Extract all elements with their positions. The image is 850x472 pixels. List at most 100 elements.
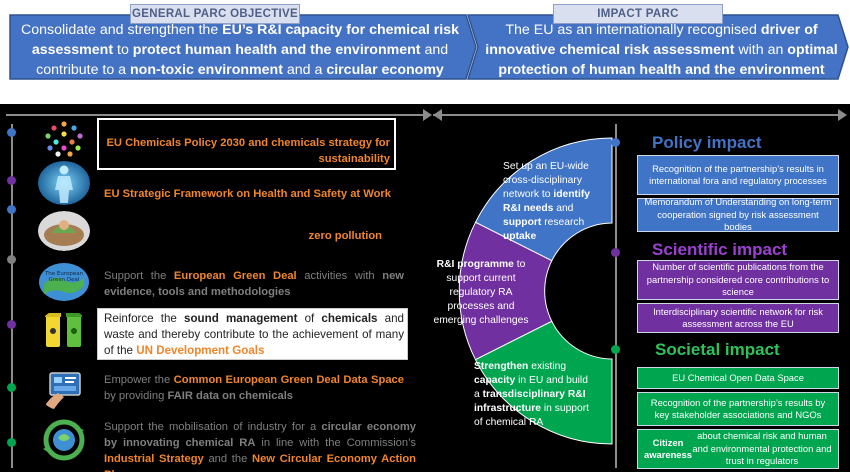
human-body-icon: [38, 161, 90, 205]
left-item-text: Support the mobilisation of industry for…: [104, 419, 416, 472]
item-text-run: Support the mobilisation of industry for…: [104, 421, 322, 433]
bold-text-run: R&I programme: [436, 259, 514, 270]
text-run: existing: [528, 361, 567, 372]
bold-text-run: circular economy: [326, 62, 444, 78]
item-text-run: Industrial Strategy: [104, 453, 204, 465]
text-run: Consolidate and strengthen the: [21, 22, 223, 38]
text-run: and: [553, 203, 574, 214]
left-item-text: zero pollution: [104, 228, 382, 244]
molecule-network-icon: [38, 118, 90, 158]
item-text-run: in line with the Commission’s: [255, 437, 417, 449]
bold-text-run: driver of innovative chemical risk asses…: [485, 22, 818, 58]
policy-frame-box: [97, 118, 396, 170]
clean-environment-icon: [38, 211, 90, 251]
text-run: Set up an EU-wide cross-disciplinary net…: [503, 161, 589, 200]
general-objective-label: GENERAL PARC OBJECTIVE: [130, 4, 300, 24]
left-item-text: EU Chemicals Policy 2030 and chemicals s…: [104, 135, 390, 167]
item-text-run: zero pollution: [308, 230, 382, 242]
general-objective-arrow: [0, 13, 478, 81]
left-item-text: EU Strategic Framework on Health and Saf…: [104, 186, 391, 202]
item-text-run: circular economy by innovating chemical …: [104, 421, 416, 449]
scientific-box: Interdisciplinary scientific network for…: [637, 303, 839, 333]
scientific-dot: [611, 248, 620, 257]
societal-box: EU Chemical Open Data Space: [637, 367, 839, 389]
data-tablet-icon: [38, 367, 90, 411]
arc-segment-blue: [474, 137, 613, 262]
item-text-run: of: [297, 312, 322, 325]
bold-text-run: non-toxic environment: [130, 62, 283, 78]
timeline-dot: [7, 438, 16, 447]
item-text-run: by providing: [104, 390, 168, 402]
text-run: with an: [734, 42, 788, 58]
policy-box: Memorandum of Understanding on long-term…: [637, 196, 839, 232]
item-text-run: UN Development Goals: [136, 344, 265, 357]
bold-text-run: optimal protection of human health and t…: [498, 42, 838, 78]
text-run: The EU as an internationally recognised: [505, 22, 761, 38]
timeline-dot: [7, 205, 16, 214]
svg-text:Green Deal: Green Deal: [49, 277, 80, 283]
item-text-run: and waste and thereby contribute to the …: [104, 312, 404, 357]
bold-text-run: capacity: [474, 375, 516, 386]
item-text-run: EU Strategic Framework on Health and Saf…: [104, 188, 392, 200]
policy-impact-title: Policy impact: [652, 133, 762, 152]
objectives-arc: [458, 137, 613, 445]
bold-text-run: Citizen awareness: [644, 436, 692, 461]
societal-dot: [611, 345, 620, 354]
societal-box-citizen-awareness: Citizen awareness about chemical risk an…: [637, 429, 839, 469]
scientific-box: Number of scientific publications from t…: [637, 260, 839, 300]
arc-text-infrastructure: Strengthen existing capacity in EU and b…: [474, 360, 594, 430]
general-objective-text: Consolidate and strengthen the EU’s R&I …: [14, 20, 466, 80]
text-run: in support of chemical RA: [474, 403, 590, 428]
bold-text-run: support: [503, 217, 542, 228]
item-text-run: European Green Deal: [173, 270, 297, 282]
bold-text-run: EU’s R&I capacity for chemical risk asse…: [31, 22, 459, 58]
text-run: to support current regulatory RA process…: [433, 259, 529, 326]
text-run: to: [113, 42, 133, 58]
item-text-run: Support the: [104, 270, 174, 282]
timeline-dot: [7, 383, 16, 392]
scientific-impact-title: Scientific impact: [652, 240, 788, 259]
bold-text-run: Strengthen: [474, 361, 529, 372]
right-divider-line: [433, 114, 845, 116]
bold-text-run: uptake: [503, 231, 537, 242]
timeline-dot: [7, 320, 16, 329]
left-item-text: Reinforce the sound management of chemic…: [104, 311, 404, 359]
item-text-run: chemicals: [321, 312, 378, 325]
item-text-run: Common European Green Deal Data Space: [173, 374, 404, 386]
arc-text-programme: R&I programme to support current regulat…: [432, 258, 530, 328]
impact-arrow: [466, 13, 850, 81]
societal-impact-title: Societal impact: [655, 340, 780, 359]
bold-text-run: protect human health and the environment: [132, 42, 421, 58]
bold-text-run: identify R&I needs: [503, 189, 590, 214]
right-timeline-line: [615, 124, 617, 468]
item-text-run: FAIR data on chemicals: [167, 390, 294, 402]
item-text-run: New Circular Economy Action Plan: [104, 453, 416, 472]
policy-dot: [611, 138, 620, 147]
item-text-run: Reinforce the: [104, 312, 185, 325]
arc-text-network: Set up an EU-wide cross-disciplinary net…: [503, 160, 593, 244]
societal-box: Recognition of the partnership’s results…: [637, 392, 839, 426]
timeline-dot: [7, 128, 16, 137]
right-divider-arrowhead-right: [838, 109, 847, 121]
text-run: and contribute to a: [36, 42, 449, 78]
sound-management-box: [97, 308, 408, 360]
circular-economy-icon: [38, 416, 90, 464]
text-run: and a: [282, 62, 327, 78]
impact-parc-label: IMPACT PARC: [553, 4, 723, 24]
left-item-text: Empower the Common European Green Deal D…: [104, 372, 404, 404]
item-text-run: new evidence, tools and methodologies: [104, 270, 405, 298]
svg-text:The European: The European: [44, 271, 84, 277]
text-run: in EU and build a: [474, 375, 588, 400]
policy-box: Recognition of the partnership’s results…: [637, 155, 839, 195]
item-text-run: EU Chemicals Policy 2030 and chemicals s…: [106, 137, 390, 165]
recycling-bins-icon: [38, 309, 90, 353]
text-run: about chemical risk and human and enviro…: [692, 430, 832, 467]
bold-text-run: transdisciplinary R&I infrastructure: [474, 389, 586, 414]
item-text-run: sound management: [184, 312, 298, 325]
text-run: research: [541, 217, 585, 228]
left-item-text: Support the European Green Deal activiti…: [104, 268, 404, 300]
item-text-run: and the: [203, 453, 252, 465]
item-text-run: activities with: [296, 270, 383, 282]
arc-segment-green: [474, 320, 613, 445]
